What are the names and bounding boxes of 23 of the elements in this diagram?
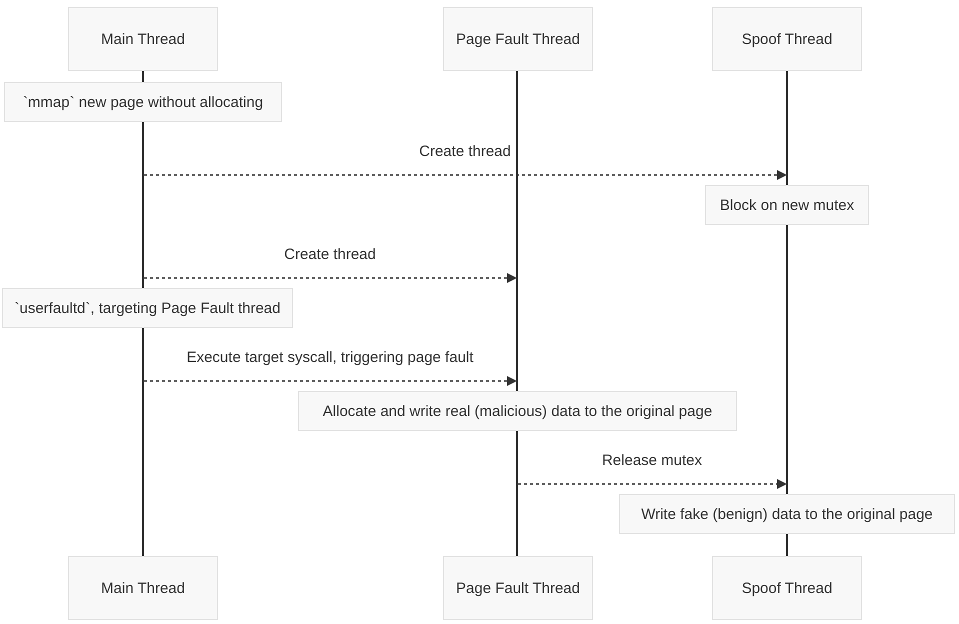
note-box: Block on new mutex bbox=[705, 185, 869, 225]
lifeline bbox=[516, 71, 518, 391]
participant-box: Page Fault Thread bbox=[443, 556, 593, 620]
message-arrow bbox=[144, 273, 517, 283]
lifeline bbox=[786, 225, 788, 494]
lifeline bbox=[516, 431, 518, 556]
message-arrow bbox=[144, 170, 787, 180]
participant-box: Main Thread bbox=[68, 7, 218, 71]
lifeline bbox=[142, 71, 144, 82]
participant-box: Spoof Thread bbox=[712, 556, 862, 620]
note-box: Allocate and write real (malicious) data to the original page bbox=[298, 391, 737, 431]
lifeline bbox=[142, 122, 144, 288]
participant-box: Page Fault Thread bbox=[443, 7, 593, 71]
note-box: `userfaultd`, targeting Page Fault thread bbox=[2, 288, 293, 328]
participant-box: Spoof Thread bbox=[712, 7, 862, 71]
participant-box: Main Thread bbox=[68, 556, 218, 620]
note-box: `mmap` new page without allocating bbox=[4, 82, 282, 122]
lifeline bbox=[786, 71, 788, 185]
lifeline bbox=[786, 534, 788, 556]
message-arrow bbox=[144, 376, 517, 386]
note-box: Write fake (benign) data to the original page bbox=[619, 494, 955, 534]
lifeline bbox=[142, 328, 144, 556]
message-arrow bbox=[518, 479, 787, 489]
